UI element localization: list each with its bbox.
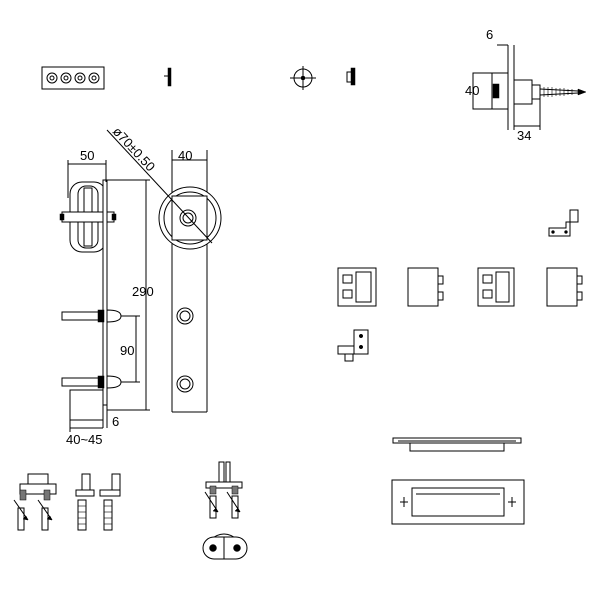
floor-guide-anchors-side	[75, 473, 121, 531]
guide-block-3	[477, 267, 515, 307]
floor-guide-anchors-front	[13, 473, 57, 531]
guide-block-1	[337, 267, 377, 307]
floor-guide-base-plate	[202, 533, 248, 560]
dim-bolt-spacing: 90	[120, 343, 134, 358]
lag-screw-thread	[539, 87, 587, 97]
floor-guide-center	[204, 461, 243, 519]
hanger-front-view	[106, 129, 222, 413]
guide-block-2	[407, 267, 444, 307]
dim-stop-length: 34	[517, 128, 531, 143]
dim-hanger-height: 290	[132, 284, 154, 299]
hanger-side-view	[59, 160, 150, 432]
dim-strap-width: 40	[178, 148, 192, 163]
guide-block-4	[546, 267, 583, 307]
angle-bracket-part	[548, 209, 579, 237]
dim-hanger-width: 50	[80, 148, 94, 163]
round-stopper-part	[290, 66, 316, 90]
dim-wheel-diameter: ø70±0.50	[110, 124, 158, 174]
flush-pull-side-view	[392, 437, 522, 452]
track-stop-with-lag-screw	[472, 44, 587, 130]
stopper-side-part	[346, 67, 356, 86]
flush-pull-front-view	[391, 479, 525, 525]
dim-lag-head: 6	[486, 27, 493, 42]
floor-guide-bracket	[337, 329, 369, 362]
dim-stop-height: 40	[465, 83, 479, 98]
spacer-strip-part	[41, 66, 105, 90]
dim-door-thickness: 40~45	[66, 432, 103, 447]
small-bracket-part	[164, 67, 172, 87]
dim-strap-thickness: 6	[112, 414, 119, 429]
